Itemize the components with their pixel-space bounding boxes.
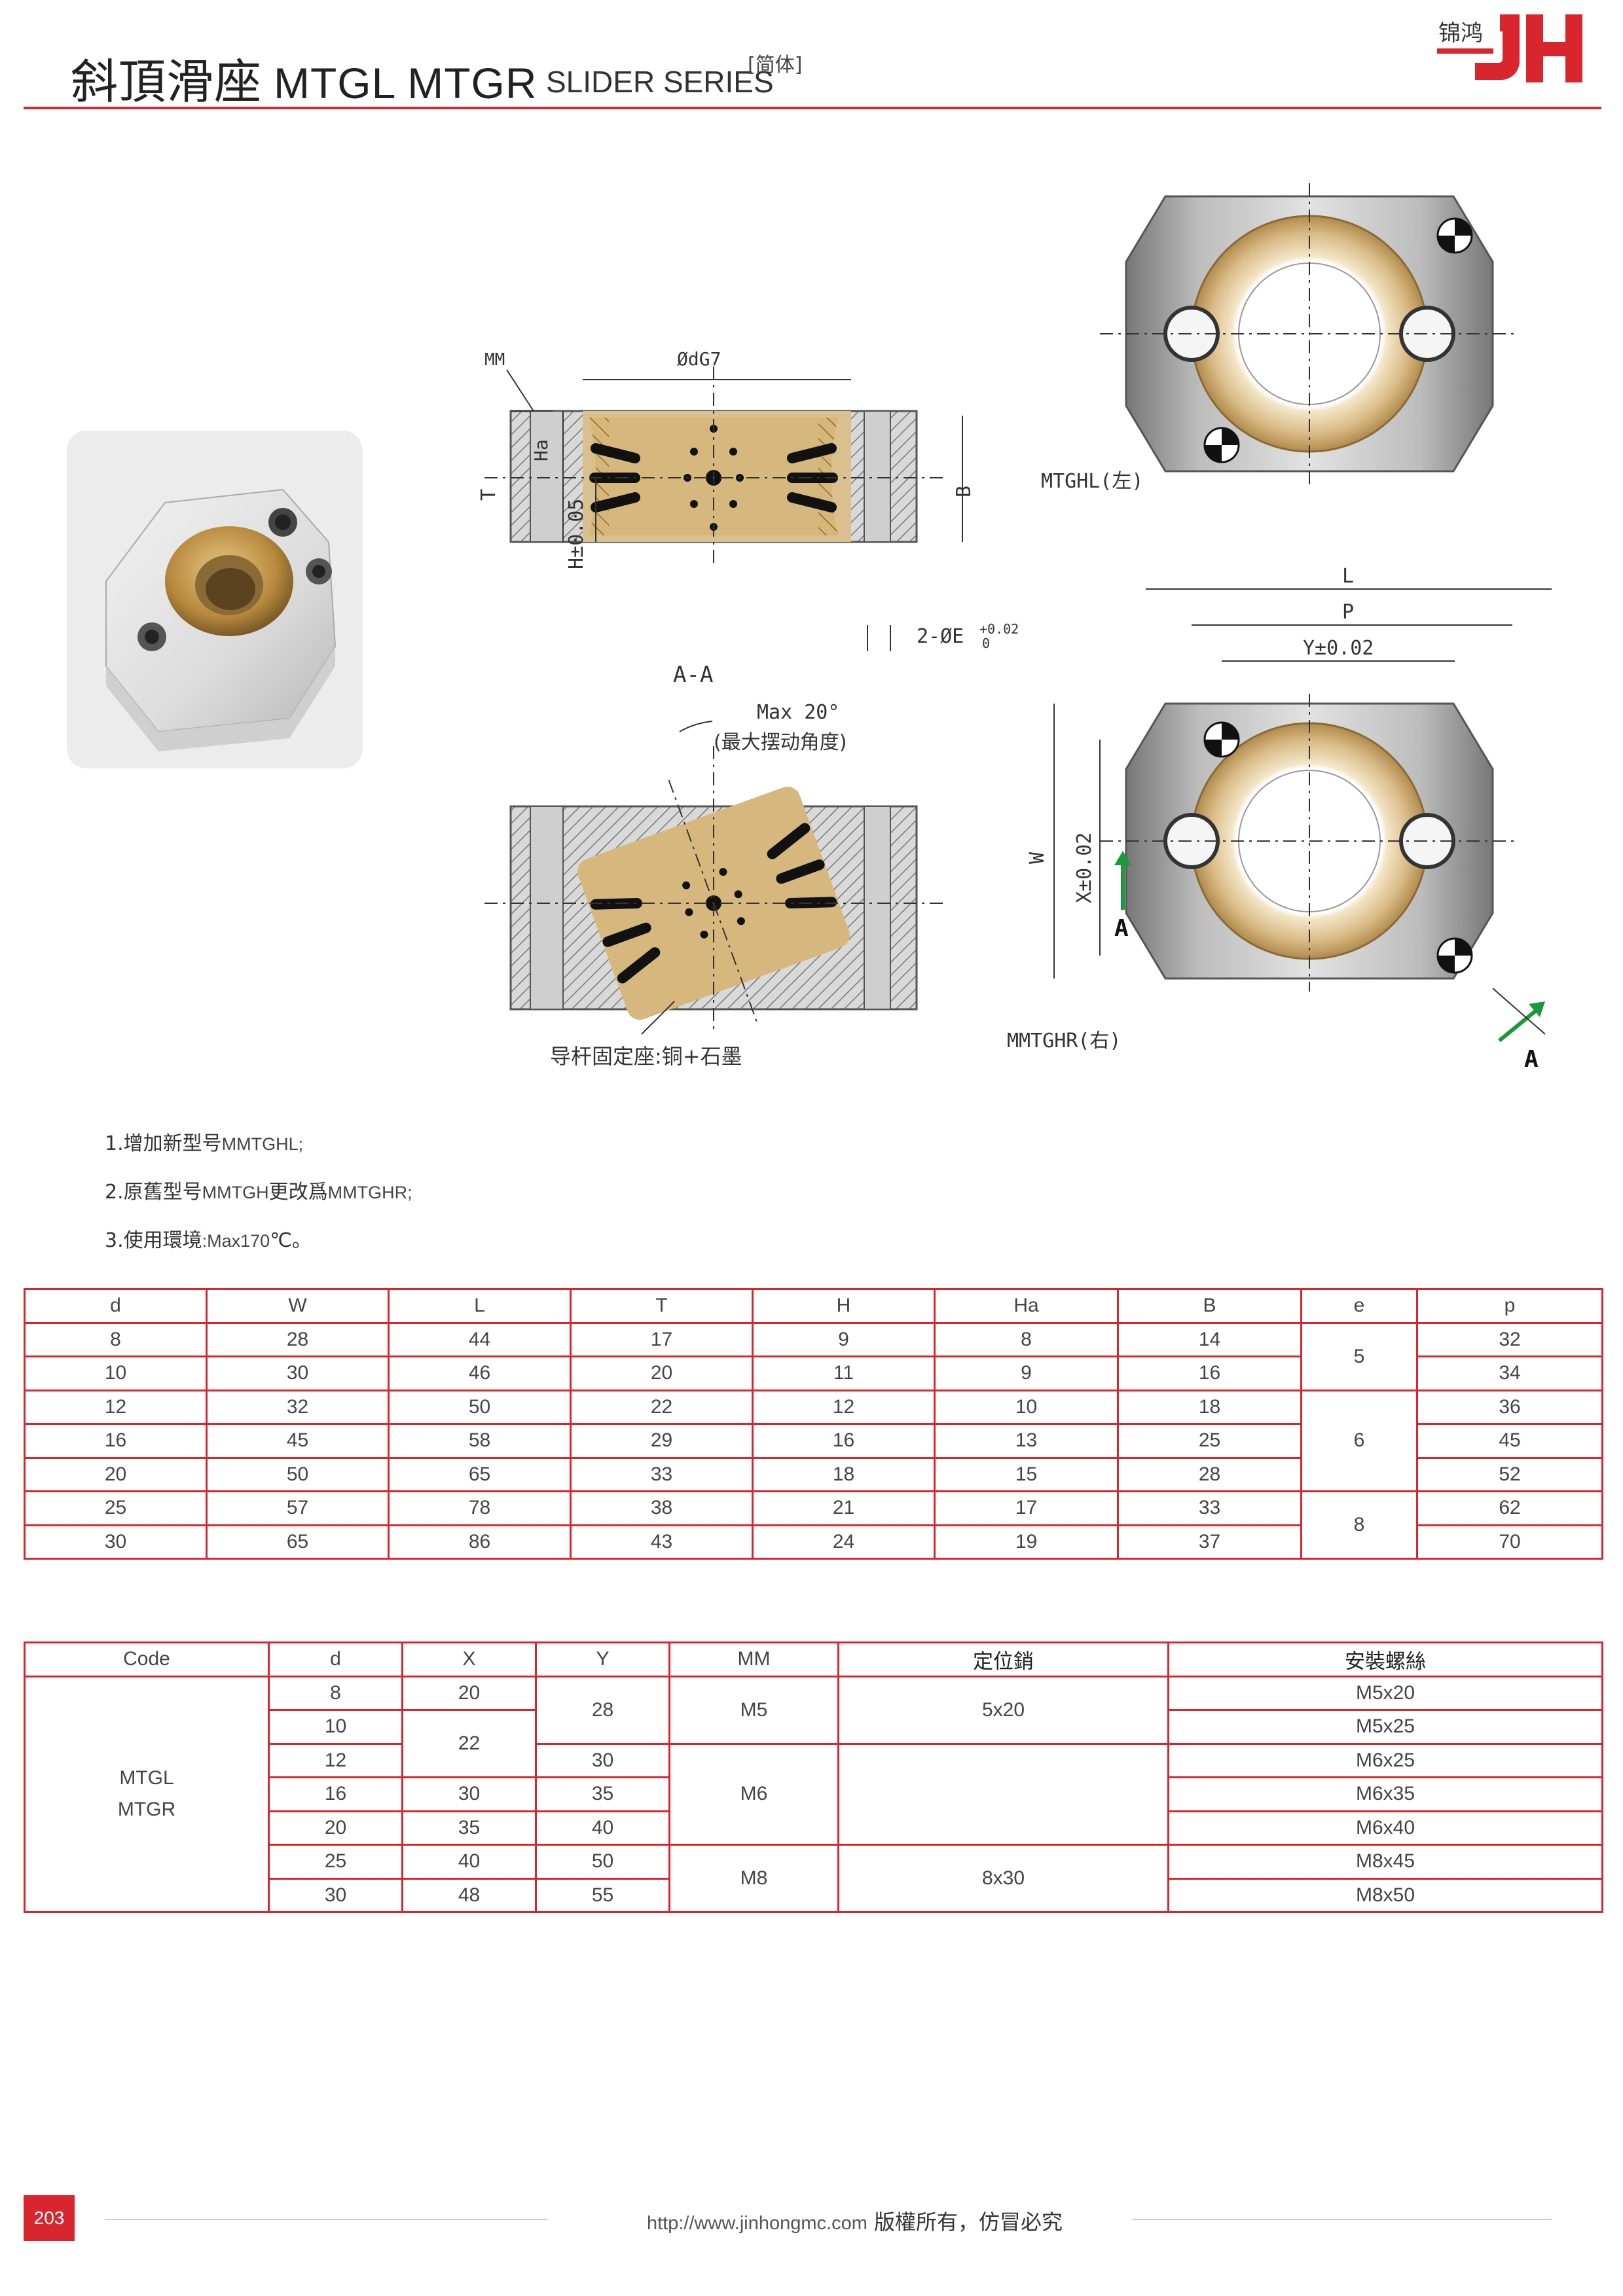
section-view-lower: Max 20° (最大摆动角度) 导杆固定座:铜+石墨 xyxy=(484,701,943,1069)
title-models: MTGL MTGR xyxy=(274,59,538,107)
col-l: L xyxy=(388,1288,572,1324)
table-row: 30 48 55 M8x50 xyxy=(25,1877,1603,1913)
col-h: H xyxy=(752,1288,936,1324)
col-w: W xyxy=(206,1288,390,1324)
mtghr-label: MMTGHR(右) xyxy=(1007,1030,1122,1052)
col-d: d xyxy=(24,1288,208,1324)
col-ha: Ha xyxy=(934,1288,1119,1324)
table-row: 25 40 50 M8 8x30 M8x45 xyxy=(25,1844,1603,1913)
note-3: 3.使用環境:Max170℃。 xyxy=(105,1229,312,1252)
footer-text: http://www.jinhongmc.com 版權所有，仿冒必究 xyxy=(647,2206,1063,2236)
header-rule xyxy=(24,107,1601,109)
dim-e: 2-ØE xyxy=(917,625,964,648)
technical-drawing: T Ha H±0.05 B MM ØdG7 2-ØE +0.02 0 A-A xyxy=(477,183,1552,1073)
dim-b: B xyxy=(953,486,976,497)
footer-url[interactable]: http://www.jinhongmc.com xyxy=(647,2213,867,2234)
e-group: 8 xyxy=(1300,1490,1418,1560)
dim-e-lower: 0 xyxy=(982,636,990,651)
section-label: A-A xyxy=(673,662,713,688)
dim-mm: MM xyxy=(484,350,505,370)
note-1: 1.增加新型号MMTGHL; xyxy=(105,1132,304,1155)
table-row: 20 35 40 M6x40 xyxy=(25,1810,1603,1846)
footer-rule-left xyxy=(105,2219,547,2220)
col-code: Code xyxy=(24,1641,270,1677)
page-number: 203 xyxy=(24,2195,75,2241)
arrow-a-right: A xyxy=(1524,1046,1539,1073)
dim-x: X±0.02 xyxy=(1073,833,1096,903)
col-x: X xyxy=(401,1641,537,1677)
table-header-row: d W L T H Ha B e p xyxy=(24,1288,1603,1324)
col-d: d xyxy=(268,1641,403,1677)
dim-p: P xyxy=(1342,601,1354,624)
mtghl-label: MTGHL(左) xyxy=(1041,470,1143,493)
col-p: p xyxy=(1416,1288,1603,1324)
logo-text: 锦鸿 xyxy=(1438,20,1483,46)
dim-odg7: ØdG7 xyxy=(677,348,721,370)
col-y: Y xyxy=(535,1641,670,1677)
script-tag: [简体] xyxy=(748,54,803,77)
section-view-upper: T Ha H±0.05 B MM ØdG7 2-ØE +0.02 0 A-A xyxy=(477,348,1019,688)
dim-l: L xyxy=(1342,565,1354,588)
series-label: SLIDER SERIES xyxy=(546,65,774,99)
product-photo xyxy=(67,431,363,768)
max-angle-cn: (最大摆动角度) xyxy=(714,731,847,754)
col-screw: 安裝螺絲 xyxy=(1167,1641,1603,1677)
top-view-right: L P Y±0.02 W X±0.02 A A MMTGHR(右) xyxy=(1007,565,1552,1073)
dim-ha: Ha xyxy=(530,439,552,461)
e-group: 6 xyxy=(1300,1389,1418,1492)
dim-e-upper: +0.02 xyxy=(979,621,1019,637)
top-view-left: MTGHL(左) xyxy=(1041,183,1519,493)
note-2: 2.原舊型号MMTGH更改爲MMTGHR; xyxy=(105,1181,412,1204)
table-header-row: Code d X Y MM 定位銷 安裝螺絲 xyxy=(24,1641,1603,1677)
table-row: 10 22 M5x25 xyxy=(25,1709,1603,1778)
footer-rights: 版權所有，仿冒必究 xyxy=(874,2210,1063,2234)
title-cn: 斜頂滑座 xyxy=(71,54,263,109)
max-angle: Max 20° xyxy=(757,701,839,724)
arrow-a-left: A xyxy=(1114,915,1129,942)
dim-h: H±0.05 xyxy=(565,499,588,569)
col-dowel-pin: 定位銷 xyxy=(837,1641,1169,1677)
col-t: T xyxy=(570,1288,754,1324)
guide-note: 导杆固定座:铜+石墨 xyxy=(550,1044,742,1069)
table-row: 16 30 35 M6x35 xyxy=(25,1776,1603,1812)
dim-w: W xyxy=(1026,852,1049,864)
dim-y: Y±0.02 xyxy=(1303,637,1374,660)
col-b: B xyxy=(1117,1288,1302,1324)
brand-logo: 锦鸿 xyxy=(1437,14,1582,82)
e-group: 5 xyxy=(1300,1321,1418,1391)
col-mm: MM xyxy=(668,1641,839,1677)
col-e: e xyxy=(1300,1288,1418,1324)
dim-t: T xyxy=(477,489,500,501)
footer-rule-right xyxy=(1133,2219,1552,2220)
table-row: 12 30 M6 M6x25 xyxy=(25,1742,1603,1846)
